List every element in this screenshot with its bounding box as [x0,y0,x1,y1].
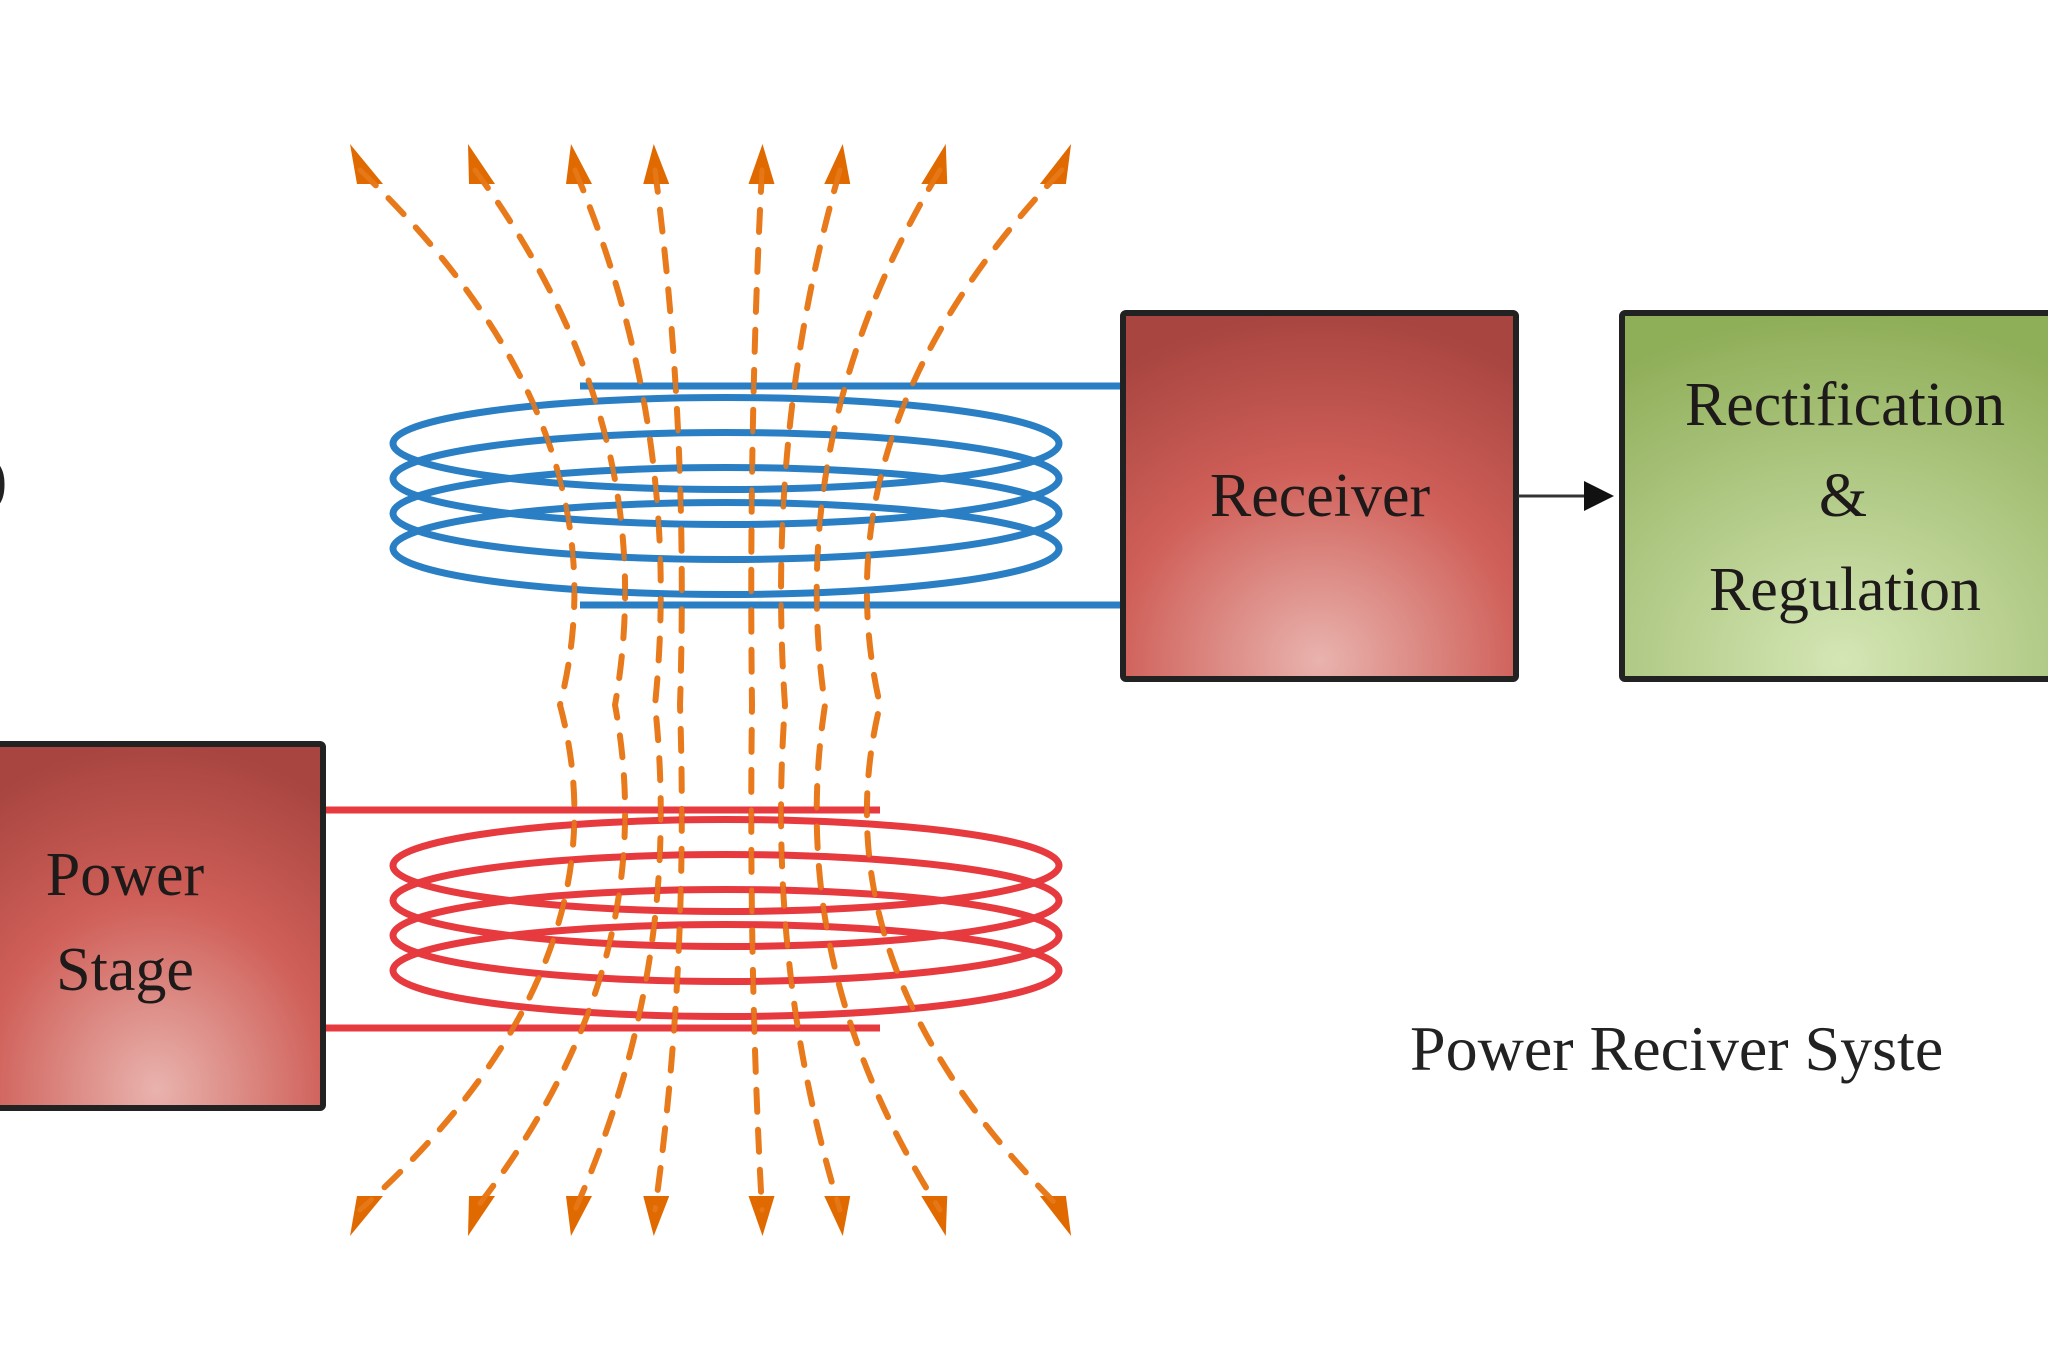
field-line-overlay [864,167,1065,1213]
magnetic-field-lines [350,144,1072,1236]
field-line-arrowhead-bottom [824,1196,851,1236]
receiver-block: Receiver [1120,310,1519,682]
field-line-arrowhead-top [468,144,495,184]
receiver-coil-turn [389,499,1063,598]
field-line-arrowhead-top [921,144,948,184]
field-line [863,167,1065,1213]
power-stage-label-line1: Power [46,841,205,909]
power-receiver-system-caption: Power Reciver Syste [1410,1013,1943,1084]
transmitter-coil-turn [389,816,1063,915]
field-line [357,167,578,1213]
field-line-arrowhead-top [824,144,851,184]
rectification-regulation-block: Rectification & Regulation [1619,310,2048,682]
receiver-coil-turn [389,429,1063,528]
transmitter-coil-turn [389,851,1063,950]
field-line-arrowhead-bottom [921,1196,948,1236]
transmitter-coil [323,806,1063,1032]
rectification-label-line1: Rectification [1685,371,2005,439]
transmitter-coil-turn [389,921,1063,1020]
field-line-arrowhead-bottom [643,1196,670,1236]
power-stage-block: Power Stage [0,741,326,1111]
receiver-label: Receiver [1210,462,1431,530]
field-line-arrowhead-bottom [748,1196,775,1236]
field-line-arrowhead-top [1039,144,1072,184]
field-line-overlay [652,167,685,1213]
field-line-overlay [572,167,664,1213]
rectification-label-line2: & [1819,462,1867,530]
receiver-coil-turn [389,394,1063,493]
transmitter-coil-turn [389,886,1063,985]
field-line-arrowhead-bottom [1039,1196,1072,1236]
field-line-arrowhead-bottom [566,1196,592,1236]
field-line-arrowhead-bottom [468,1196,495,1236]
field-line-overlay [814,167,943,1213]
field-line-arrowhead-top [748,144,775,184]
field-line [778,167,843,1213]
field-line-arrowhead-bottom [350,1196,383,1236]
rectification-label-line3: Regulation [1709,556,1981,624]
field-line [572,167,664,1213]
field-line-overlay [748,167,765,1213]
magnetic-field-lines-front [357,167,1065,1213]
field-line-arrowhead-top [350,144,383,184]
receiver-coil [389,382,1123,609]
field-line-overlay [472,167,628,1213]
power-stage-label-line2: Stage [56,936,194,1004]
field-line-arrowhead-top [643,144,670,184]
field-line-overlay [778,167,843,1213]
receiver-coil-turn [389,464,1063,563]
field-line-overlay [357,167,577,1213]
field-line-arrowhead-top [566,144,592,184]
left-edge-text-fragment: ) [0,443,7,514]
